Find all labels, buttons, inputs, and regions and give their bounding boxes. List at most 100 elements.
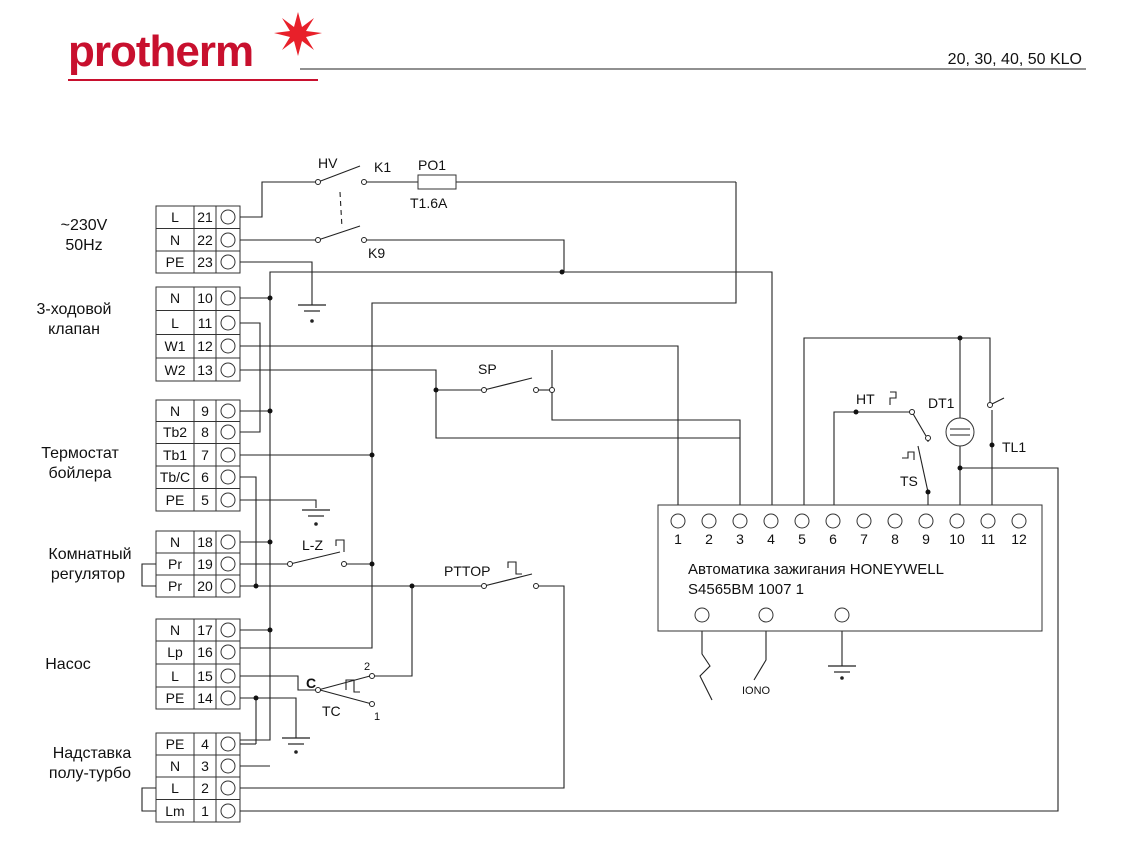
pump-label: Насос	[45, 656, 91, 673]
terminal-number: 10	[197, 290, 213, 306]
terminal-number: 20	[197, 578, 213, 594]
terminal-label: L	[171, 209, 179, 225]
terminal-label: Tb2	[163, 424, 187, 440]
terminal-number: 1	[201, 803, 209, 819]
controller-pin-number: 1	[674, 531, 682, 547]
protherm-logo: protherm	[68, 27, 253, 76]
controller-pin	[856, 513, 872, 529]
label-sp: SP	[478, 361, 497, 377]
controller-pin	[670, 513, 686, 529]
label-po1: PO1	[418, 157, 446, 173]
terminal-number: 13	[197, 362, 213, 378]
terminal-number: 22	[197, 232, 213, 248]
terminal-label: L	[171, 315, 179, 331]
controller-pin	[763, 513, 779, 529]
terminal-label: PE	[166, 690, 185, 706]
logo-star-icon	[274, 12, 322, 56]
controller-pin	[825, 513, 841, 529]
terminal-screw	[220, 492, 236, 508]
contact-points	[287, 179, 993, 707]
terminal-screw	[220, 469, 236, 485]
terminal-screw	[220, 403, 236, 419]
terminal-label: PE	[166, 492, 185, 508]
terminal-screw	[220, 622, 236, 638]
junction-dots	[253, 269, 995, 701]
label-ts: TS	[900, 473, 918, 489]
model-text: 20, 30, 40, 50 KLO	[948, 51, 1082, 68]
controller-pin-number: 12	[1011, 531, 1027, 547]
terminal-label: Lp	[167, 644, 183, 660]
terminal-number: 5	[201, 492, 209, 508]
controller-pin	[949, 513, 965, 529]
terminal-label: PE	[166, 254, 185, 270]
terminal-number: 8	[201, 424, 209, 440]
terminal-label: N	[170, 403, 180, 419]
terminal-number: 11	[198, 315, 213, 331]
terminal-screw	[220, 315, 236, 331]
terminal-label: N	[170, 534, 180, 550]
terminal-label: N	[170, 758, 180, 774]
terminal-number: 12	[197, 338, 213, 354]
controller-pin-number: 3	[736, 531, 744, 547]
terminal-label: L	[171, 780, 179, 796]
terminal-screw	[220, 736, 236, 752]
thermal-symbols	[335, 391, 915, 693]
terminal-number: 7	[201, 447, 209, 463]
fuse-po1	[417, 174, 457, 190]
terminal-label: Lm	[165, 803, 184, 819]
label-k1: K1	[374, 159, 391, 175]
terminal-label: PE	[166, 736, 185, 752]
wires	[141, 165, 1059, 812]
terminal-number: 19	[197, 556, 213, 572]
terminal-number: 14	[197, 690, 213, 706]
controller-pin-number: 4	[767, 531, 775, 547]
controller-pin	[980, 513, 996, 529]
controller-pin-number: 9	[922, 531, 930, 547]
terminal-number: 16	[197, 644, 213, 660]
terminal-number: 23	[197, 254, 213, 270]
terminal-label: W2	[165, 362, 186, 378]
ground-symbols	[282, 304, 856, 754]
terminal-screw	[220, 578, 236, 594]
terminal-screw	[220, 668, 236, 684]
terminal-screw	[220, 534, 236, 550]
terminal-label: N	[170, 622, 180, 638]
terminal-screw	[220, 254, 236, 270]
label-tc-1: 1	[374, 711, 380, 723]
label-ht: HT	[856, 391, 875, 407]
terminal-label: L	[171, 668, 179, 684]
controller-pin-number: 7	[860, 531, 868, 547]
terminal-number: 9	[201, 403, 209, 419]
ion-connector	[758, 607, 774, 623]
label-dt1: DT1	[928, 395, 955, 411]
terminal-number: 17	[197, 622, 213, 638]
terminal-screw	[220, 644, 236, 660]
header: protherm 20, 30, 40, 50 KLO	[68, 12, 1086, 81]
terminal-screw	[220, 690, 236, 706]
controller-pin-number: 8	[891, 531, 899, 547]
terminal-label: Tb1	[163, 447, 187, 463]
terminal-label: Pr	[168, 578, 182, 594]
controller-model: S4565BM 1007 1	[688, 581, 804, 598]
label-k9: K9	[368, 245, 385, 261]
terminal-number: 3	[201, 758, 209, 774]
terminal-number: 4	[201, 736, 209, 752]
label-tc-2: 2	[364, 661, 370, 673]
label-tl1: TL1	[1002, 439, 1026, 455]
controller-pin	[887, 513, 903, 529]
terminal-screw	[220, 803, 236, 819]
terminal-screw	[220, 362, 236, 378]
terminal-screw	[220, 780, 236, 796]
terminal-screw	[220, 338, 236, 354]
terminal-screw	[220, 556, 236, 572]
label-fuse-rating: T1.6A	[410, 195, 448, 211]
controller-pin	[1011, 513, 1027, 529]
